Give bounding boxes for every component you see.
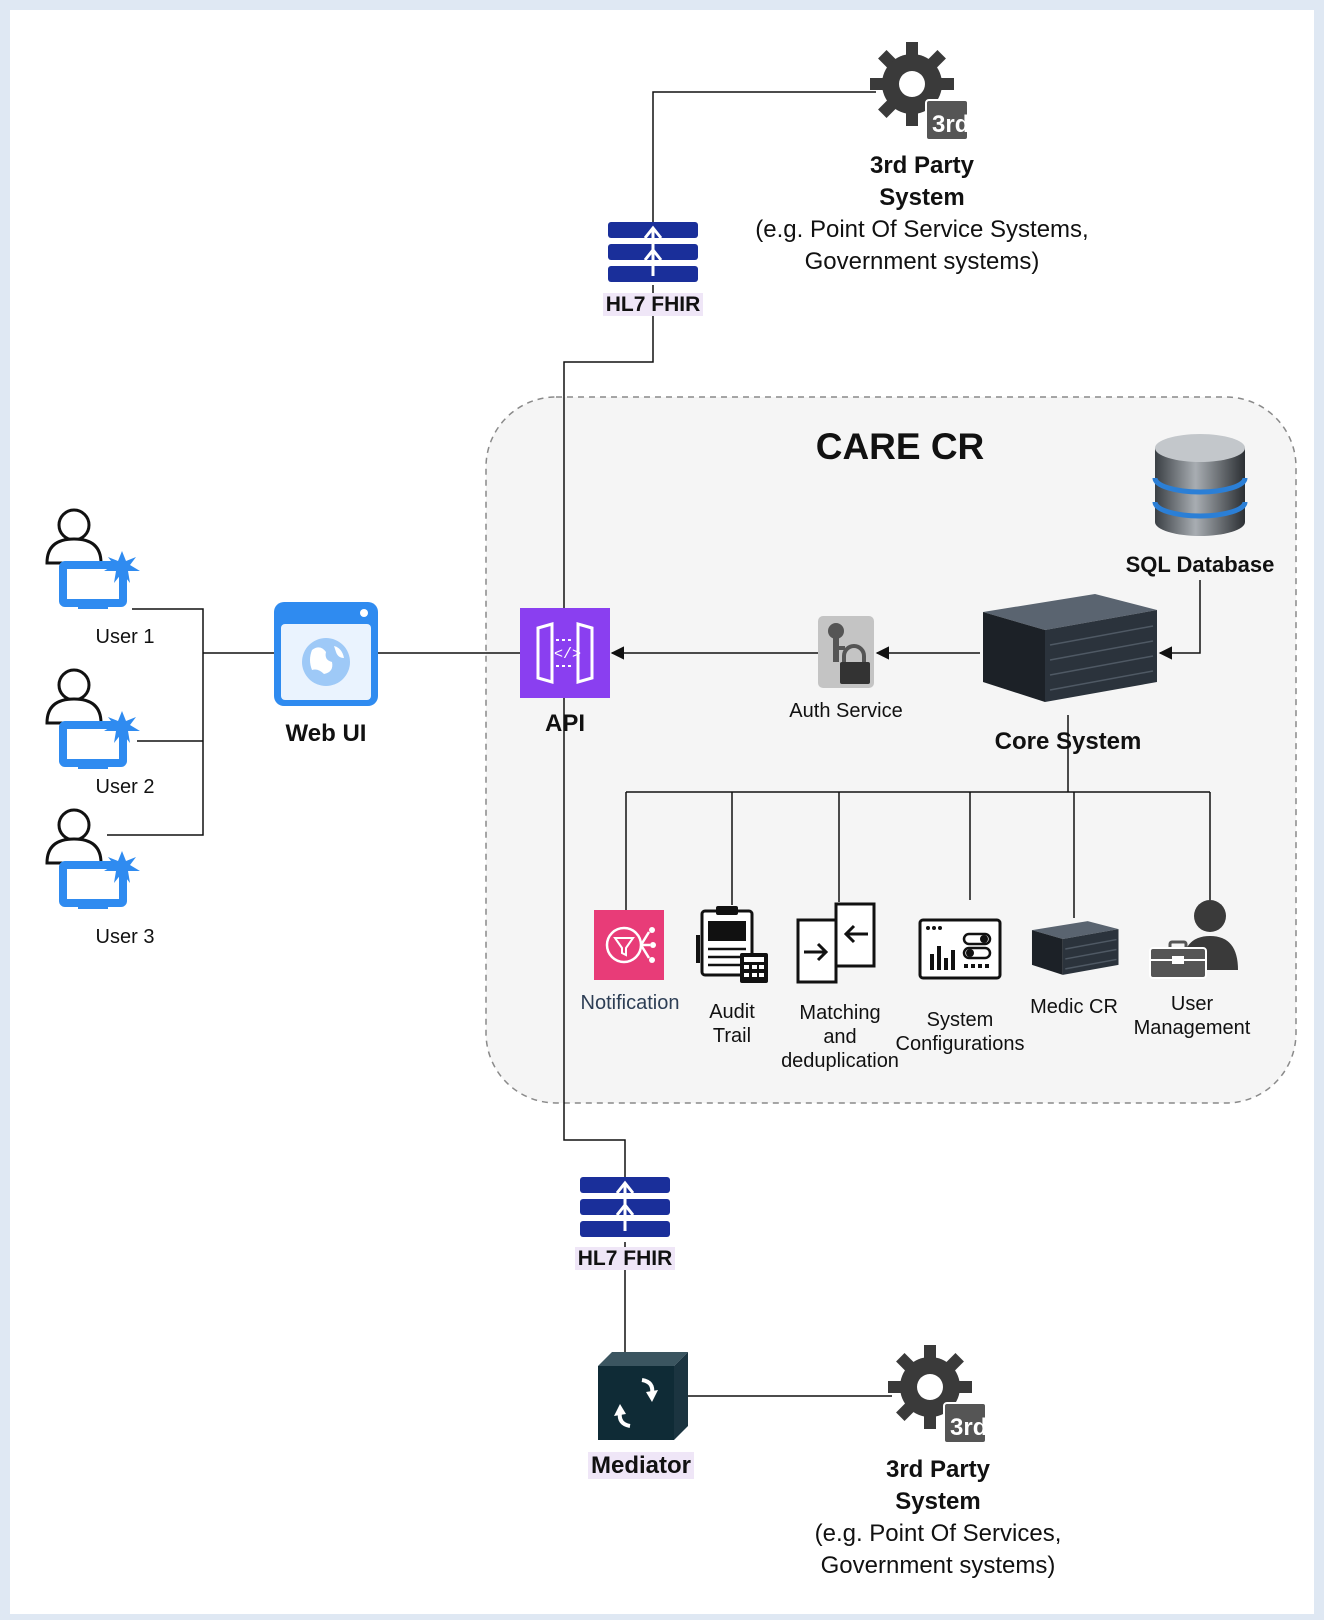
user-management-label: User Management	[1133, 993, 1251, 1039]
notification-label: Notification	[580, 992, 680, 1014]
matching-deduplication-icon	[796, 902, 876, 984]
third-party-gear-icon: 3rd	[870, 42, 969, 141]
mediator-icon	[598, 1352, 688, 1440]
core-system-label: Core System	[994, 728, 1142, 755]
care-cr-title: CARE CR	[815, 426, 985, 467]
connector-fhir-top-api-fhir-bottom	[563, 285, 654, 1177]
user-2-workstation-icon	[45, 668, 140, 769]
third-party-bottom-name: 3rd Party System	[885, 1456, 991, 1515]
audit-trail-icon	[696, 906, 768, 983]
auth-service-label: Auth Service	[789, 700, 903, 722]
user-3-label: User 3	[95, 926, 155, 948]
notification-icon	[594, 910, 664, 980]
svg-text:</>: </>	[554, 646, 581, 663]
medic-cr-server-icon	[1031, 921, 1119, 975]
user-1-workstation-icon	[45, 508, 140, 609]
third-party-top-name: 3rd Party System	[869, 152, 975, 211]
medic-cr-label: Medic CR	[1030, 996, 1118, 1018]
audit-trail-label: Audit Trail	[709, 1001, 755, 1047]
system-configurations-icon	[918, 918, 1002, 980]
third-party-top-note: (e.g. Point Of Service Systems, Governme…	[755, 216, 1089, 275]
connector-third-party-top-to-fhir	[652, 91, 876, 223]
user-management-icon	[1149, 900, 1238, 979]
web-ui-browser-icon	[274, 602, 378, 706]
sql-database-label: SQL Database	[1125, 552, 1275, 577]
third-party-badge: 3rd	[932, 111, 969, 138]
system-configurations-label: System Configurations	[895, 1009, 1025, 1055]
core-system-server-icon	[983, 594, 1157, 702]
user-2-label: User 2	[95, 776, 155, 798]
connector-users-bus	[107, 608, 204, 836]
third-party-bottom-note: (e.g. Point Of Services, Government syst…	[814, 1520, 1062, 1579]
web-ui-label: Web UI	[285, 720, 367, 747]
matching-label: Matching and deduplication	[781, 1002, 899, 1072]
fhir-top-label: HL7 FHIR	[593, 293, 713, 317]
user-3-workstation-icon	[45, 808, 140, 909]
fhir-gateway-icon	[608, 222, 698, 282]
database-icon	[1152, 434, 1248, 536]
arrow-db-to-core	[1158, 580, 1201, 660]
fhir-bottom-label: HL7 FHIR	[565, 1247, 685, 1271]
mediator-label: Mediator	[576, 1452, 706, 1480]
auth-lock-icon	[818, 616, 874, 688]
api-gateway-icon: </>	[520, 608, 610, 698]
user-1-label: User 1	[95, 626, 155, 648]
third-party-bottom-badge: 3rd	[950, 1414, 987, 1441]
third-party-bottom-gear-icon: 3rd	[888, 1345, 987, 1444]
fhir-gateway-bottom-icon	[580, 1177, 670, 1237]
api-label: API	[544, 710, 585, 737]
